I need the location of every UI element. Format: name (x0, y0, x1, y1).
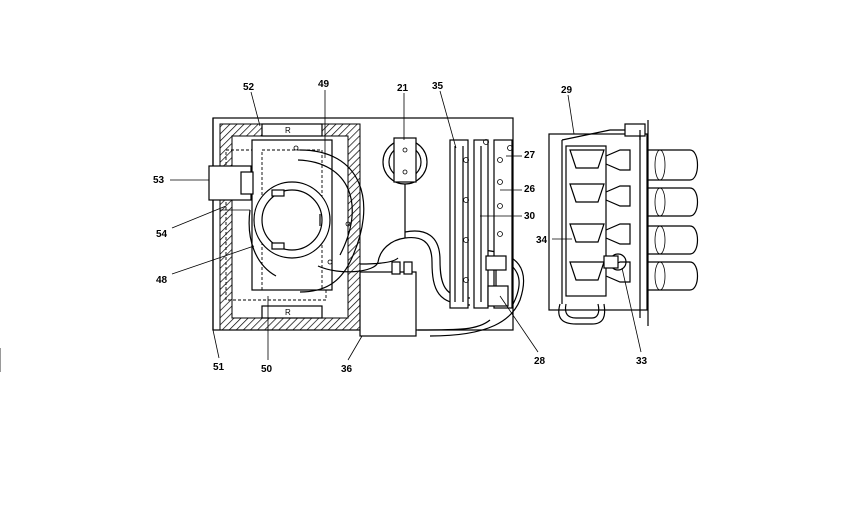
callout-54: 54 (156, 229, 168, 240)
svg-text:R: R (285, 126, 291, 135)
callout-33: 33 (636, 356, 648, 367)
callout-29: 29 (561, 85, 573, 96)
callout-49: 49 (318, 79, 330, 90)
callout-50: 50 (261, 364, 273, 375)
insulation-panel: R R (219, 123, 361, 331)
leader-lines (170, 90, 642, 361)
svg-text:R: R (285, 308, 291, 317)
callout-21: 21 (397, 83, 409, 94)
pressure-switch (382, 137, 428, 238)
callout-48: 48 (156, 275, 168, 286)
callout-34: 34 (536, 235, 548, 246)
callout-27: 27 (524, 150, 536, 161)
callout-53: 53 (153, 175, 165, 186)
callout-26: 26 (524, 184, 536, 195)
callout-28: 28 (534, 356, 546, 367)
callout-52: 52 (243, 82, 255, 93)
callout-labels: 52 49 21 35 27 26 30 29 34 33 53 54 48 5… (153, 79, 648, 375)
vent-connector (208, 165, 254, 211)
callout-30: 30 (524, 211, 536, 222)
heat-exchanger-tubes (449, 139, 513, 309)
side-view-assembly (548, 120, 699, 326)
callout-51: 51 (213, 362, 225, 373)
blower-housing (248, 145, 365, 293)
exhaust-pipes (648, 149, 699, 291)
control-box (359, 261, 417, 337)
burner-cups (569, 149, 631, 283)
callout-36: 36 (341, 364, 353, 375)
callout-35: 35 (432, 81, 444, 92)
